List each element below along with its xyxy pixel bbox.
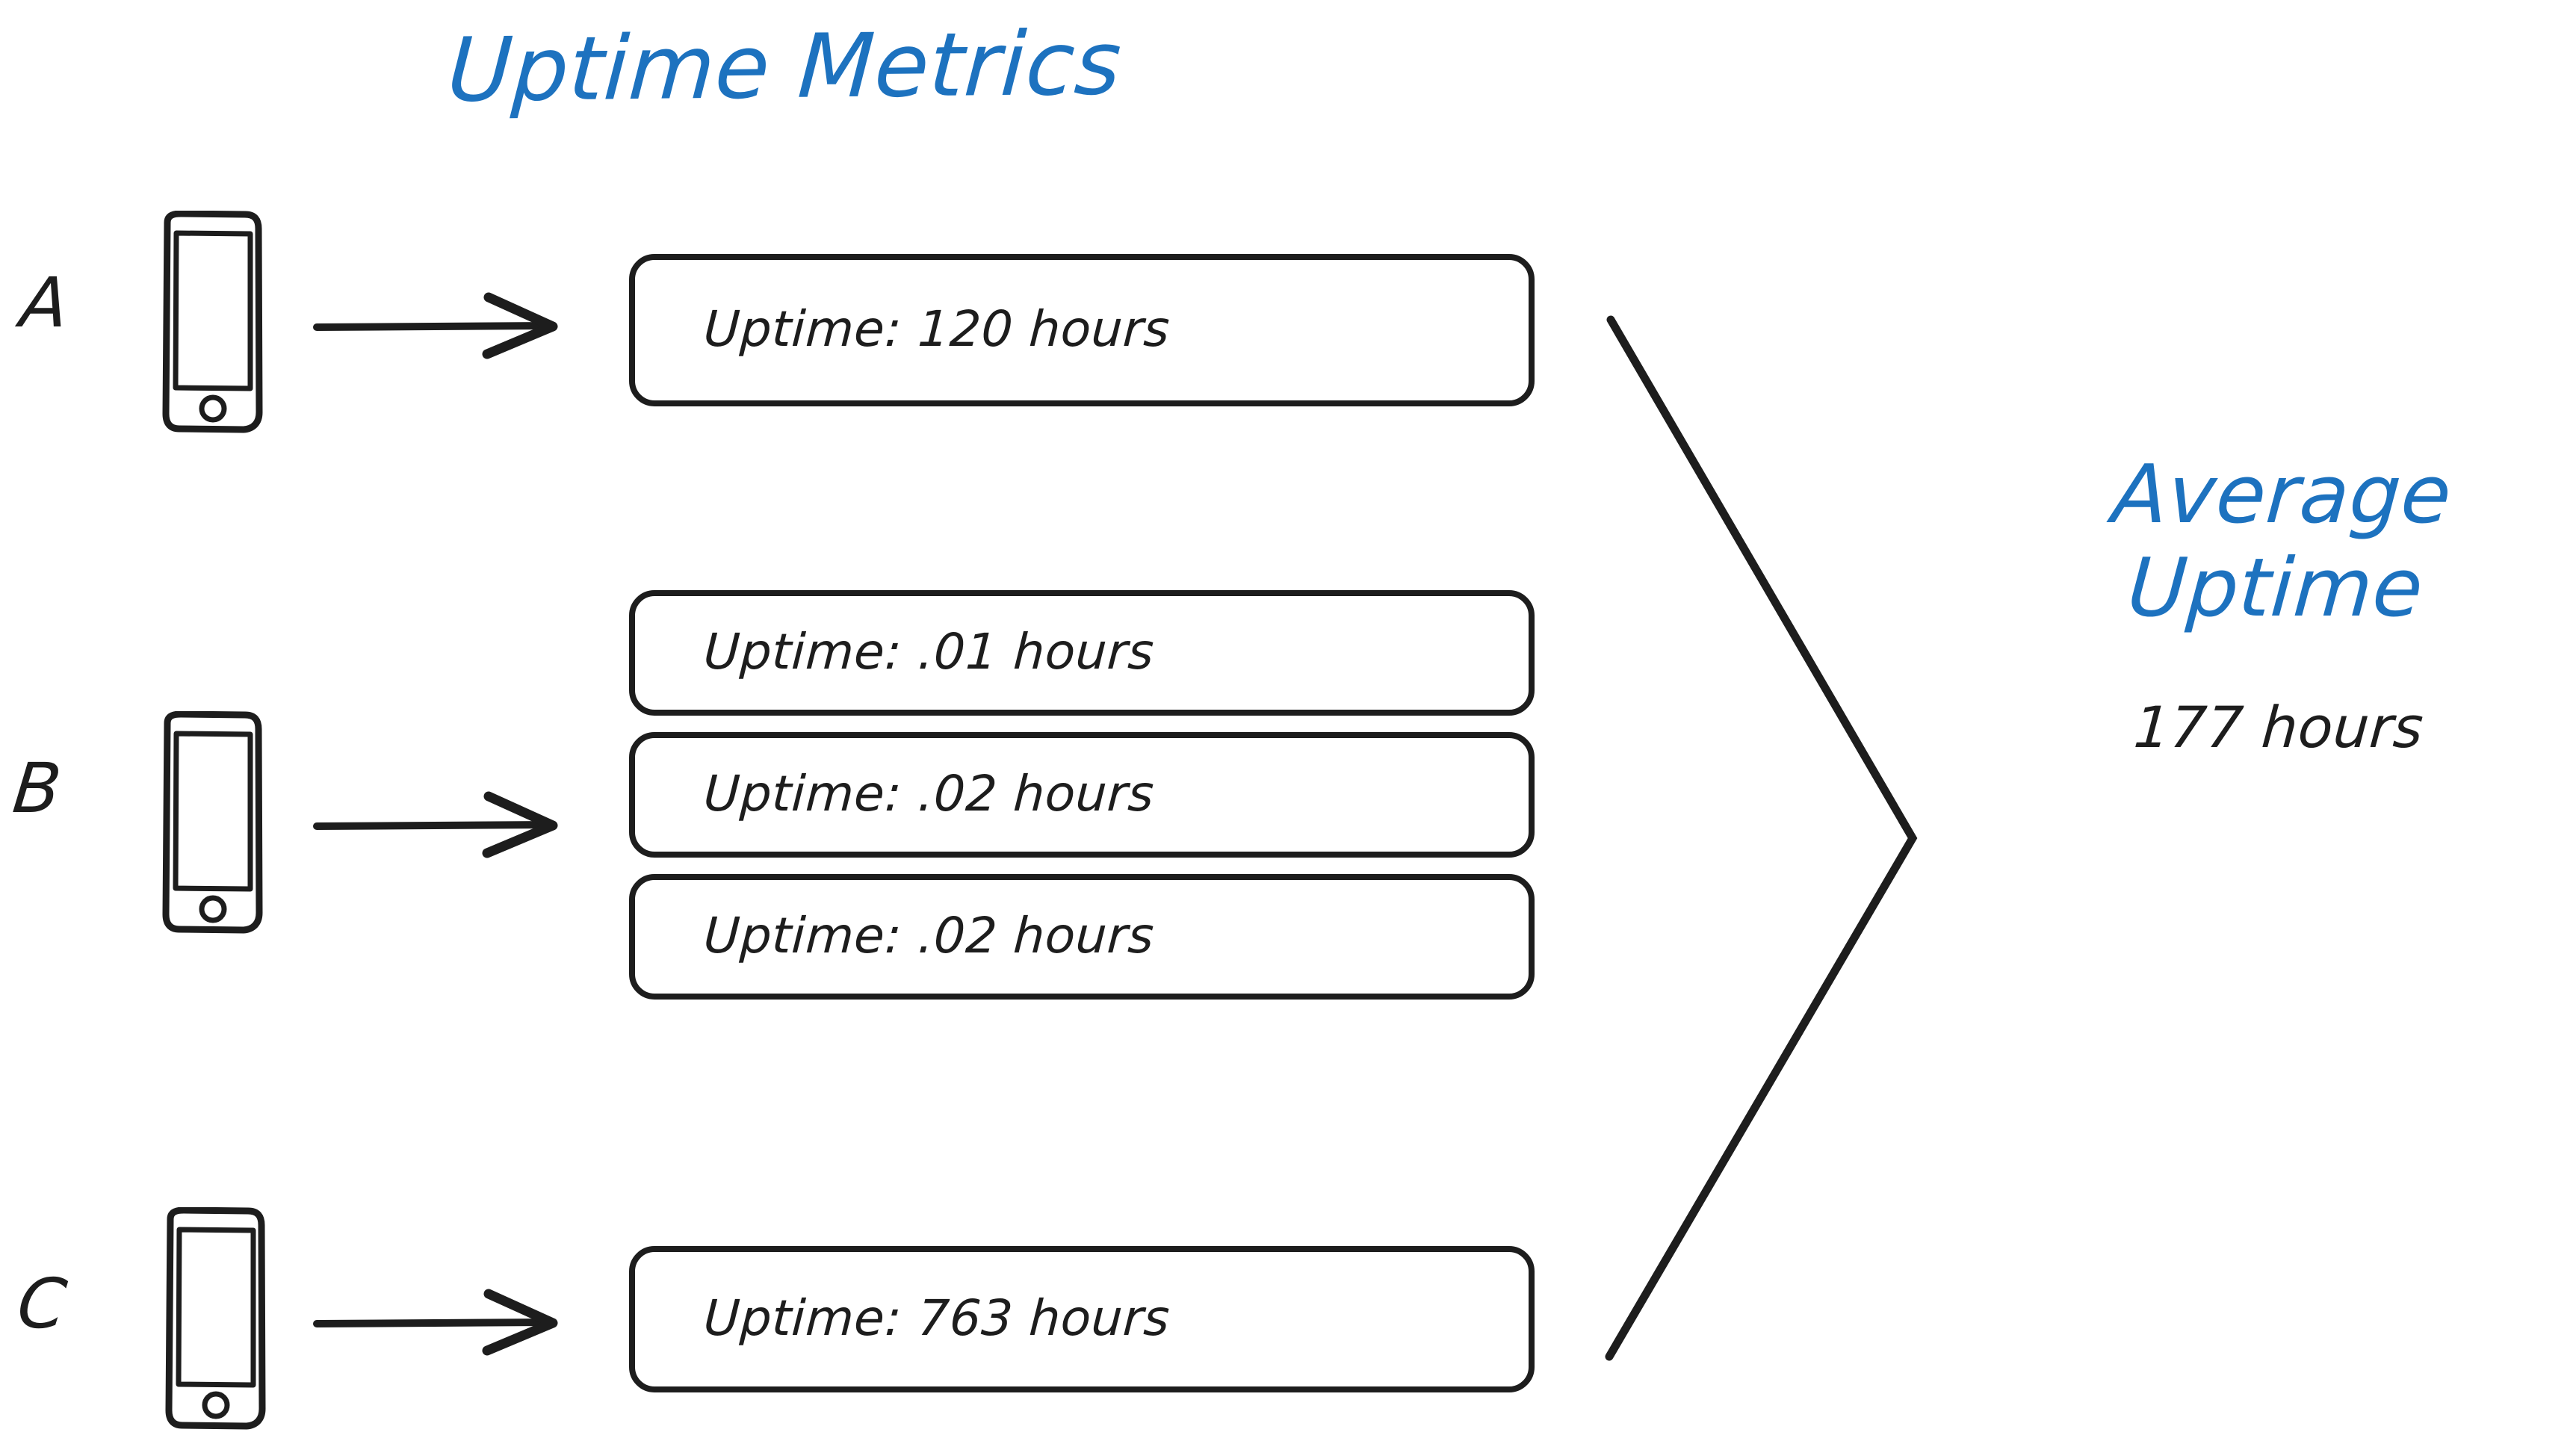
metric-text: Uptime: 120 hours — [702, 300, 1171, 358]
metric-box[interactable]: Uptime: 120 hours — [629, 254, 1535, 406]
mobile-phone-icon — [149, 1206, 281, 1431]
mobile-phone-icon — [146, 210, 278, 435]
device-label-b: B — [9, 749, 66, 828]
result-value: 177 hours — [2131, 693, 2426, 760]
metric-text: Uptime: .02 hours — [702, 906, 1156, 964]
arrow-right-icon — [312, 781, 611, 871]
metric-box[interactable]: Uptime: .02 hours — [629, 732, 1535, 858]
result-title-line-1: Average — [2109, 448, 2455, 542]
arrow-right-icon — [312, 1279, 611, 1369]
converging-bracket-icon — [1584, 314, 1957, 1375]
metric-text: Uptime: .02 hours — [702, 764, 1156, 822]
metric-box[interactable]: Uptime: .02 hours — [629, 874, 1535, 1000]
device-label-c: C — [13, 1264, 71, 1344]
page-title: Uptime Metrics — [445, 11, 1124, 122]
metric-box[interactable]: Uptime: .01 hours — [629, 590, 1535, 716]
mobile-phone-icon — [146, 710, 278, 935]
metric-text: Uptime: .01 hours — [702, 622, 1156, 681]
metric-box[interactable]: Uptime: 763 hours — [629, 1246, 1535, 1392]
metric-text: Uptime: 763 hours — [702, 1289, 1171, 1347]
device-label-a: A — [16, 263, 73, 343]
arrow-right-icon — [312, 282, 611, 372]
result-block: Average Uptime 177 hours — [1987, 448, 2570, 760]
result-title-line-2: Uptime — [2124, 542, 2427, 636]
result-title: Average Uptime — [1981, 448, 2576, 636]
